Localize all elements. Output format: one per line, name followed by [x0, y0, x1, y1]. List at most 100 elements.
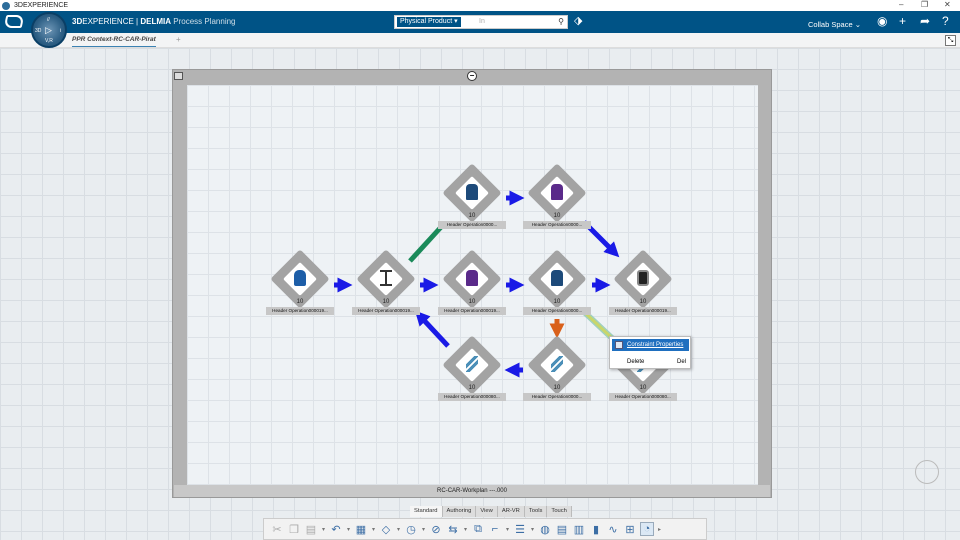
- compass-left: 3D: [35, 28, 42, 34]
- operation-number: 10: [639, 299, 647, 305]
- gantt-icon[interactable]: ▥: [573, 523, 585, 536]
- operation-number: 10: [296, 299, 304, 305]
- compass-top: //: [47, 17, 50, 23]
- link-icon[interactable]: ⧉: [474, 522, 482, 535]
- compass-right: i: [60, 28, 62, 34]
- add-icon[interactable]: +: [899, 14, 907, 28]
- swap-icon[interactable]: ⇆: [448, 523, 458, 536]
- worker-icon: [551, 270, 563, 286]
- operation-number: 10: [553, 299, 561, 305]
- step-icon[interactable]: ⌐: [491, 523, 499, 535]
- operation-label: Header Operation000019...: [352, 307, 420, 315]
- navigation-compass-icon[interactable]: [915, 460, 939, 484]
- operation-number: 10: [468, 385, 476, 391]
- operation-label: Header Operation0000...: [523, 221, 591, 229]
- time-icon[interactable]: ◷: [406, 523, 416, 536]
- properties-icon: [615, 341, 623, 349]
- play-icon[interactable]: ▷: [45, 25, 52, 35]
- window-title: 3DEXPERIENCE: [14, 2, 69, 9]
- more-icon[interactable]: ▸: [657, 526, 661, 533]
- minimize-view-icon[interactable]: ⤡: [945, 35, 956, 46]
- flow-icon: [380, 270, 392, 286]
- operation-number: 10: [468, 213, 476, 219]
- cut-icon[interactable]: ✂: [272, 523, 282, 536]
- close-button[interactable]: ✕: [944, 0, 951, 9]
- search-bar[interactable]: Physical Product ▾ In ⚲: [394, 15, 568, 29]
- share-icon[interactable]: ➦: [920, 14, 931, 28]
- menu-item-constraint-properties[interactable]: Constraint Properties: [612, 339, 689, 351]
- tab-ar-vr[interactable]: AR-VR: [498, 506, 525, 517]
- app-logo-icon: [2, 1, 10, 10]
- tab-bar: PPR Context-RC-CAR-Pirat + ⤡: [0, 33, 960, 48]
- list-icon[interactable]: ☰: [515, 523, 525, 536]
- compass-bottom: V,R: [45, 38, 53, 44]
- collab-space-dropdown[interactable]: Collab Space ⌄: [808, 20, 861, 29]
- operation-label: Header Operation000019...: [438, 307, 506, 315]
- link-green[interactable]: [408, 224, 444, 263]
- operation-label: Header Operation0000...: [523, 307, 591, 315]
- steps-icon: [551, 356, 563, 372]
- worker-icon: [466, 270, 478, 286]
- table-icon[interactable]: ▤: [556, 523, 568, 536]
- app-title: 3DEXPERIENCE | DELMIA Process Planning: [72, 17, 236, 26]
- paste-icon[interactable]: ▤: [305, 523, 317, 536]
- copy-icon[interactable]: ❐: [289, 523, 299, 536]
- undo-icon[interactable]: ↶: [331, 523, 341, 536]
- operation-label: Header Operation0000...: [438, 221, 506, 229]
- collapse-button[interactable]: −: [467, 71, 477, 81]
- tab-view[interactable]: View: [476, 506, 498, 517]
- app-bar: 3DEXPERIENCE | DELMIA Process Planning P…: [0, 11, 960, 33]
- steps-icon: [466, 356, 478, 372]
- operation-label: Header Operation0000...: [523, 393, 591, 401]
- robot-icon: [294, 270, 306, 286]
- tab-ppr-context[interactable]: PPR Context-RC-CAR-Pirat: [72, 36, 156, 47]
- operation-number: 10: [382, 299, 390, 305]
- line-chart-icon[interactable]: ∿: [608, 523, 618, 536]
- minimize-button[interactable]: –: [899, 0, 904, 9]
- operation-label: Header Operation000019...: [609, 307, 677, 315]
- frame-icon[interactable]: [174, 72, 183, 80]
- tab-tools[interactable]: Tools: [525, 506, 548, 517]
- tab-authoring[interactable]: Authoring: [443, 506, 477, 517]
- window-titlebar: 3DEXPERIENCE – ❐ ✕: [0, 0, 960, 11]
- search-input[interactable]: In: [479, 18, 485, 25]
- link-arrow[interactable]: [414, 310, 450, 348]
- bar-chart-icon[interactable]: ▮: [592, 523, 600, 536]
- user-icon[interactable]: ◉: [877, 14, 888, 28]
- operation-label: Header Operation000080...: [438, 393, 506, 401]
- tab-standard[interactable]: Standard: [410, 506, 443, 517]
- search-scope-dropdown[interactable]: Physical Product ▾: [397, 17, 461, 27]
- restore-button[interactable]: ❐: [921, 0, 929, 9]
- operation-icon[interactable]: ◇: [381, 523, 391, 536]
- car-icon: [637, 270, 649, 286]
- report-icon[interactable]: ◔: [640, 522, 654, 536]
- operation-label: Header Operation000080...: [609, 393, 677, 401]
- tab-touch[interactable]: Touch: [547, 506, 572, 517]
- worker-icon: [551, 184, 563, 200]
- help-icon[interactable]: ?: [942, 14, 949, 28]
- tag-icon[interactable]: ⬗: [574, 15, 583, 27]
- compass-widget[interactable]: // ▷ 3D i V,R: [31, 12, 67, 48]
- workplan-name: RC-CAR-Workplan ---.000: [174, 485, 770, 497]
- compare-icon[interactable]: ⊞: [625, 523, 635, 536]
- action-bar: ✂ ❐ ▤▾ ↶▾ ▦▾ ◇▾ ◷▾ ⊘ ⇆▾ ⧉ ⌐▾ ☰▾ ◍ ▤ ▥ ▮ …: [263, 518, 707, 540]
- flow-icon[interactable]: ▦: [355, 523, 367, 536]
- disable-icon[interactable]: ⊘: [431, 523, 441, 536]
- product-icon[interactable]: ◍: [540, 523, 550, 536]
- operation-number: 10: [553, 213, 561, 219]
- search-icon[interactable]: ⚲: [558, 17, 564, 26]
- operation-label: Header Operation000019...: [266, 307, 334, 315]
- add-tab-button[interactable]: +: [176, 35, 181, 44]
